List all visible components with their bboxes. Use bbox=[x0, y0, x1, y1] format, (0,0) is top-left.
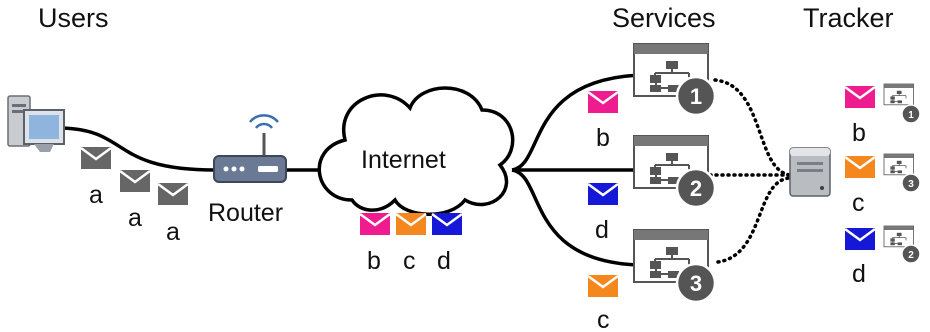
service-badge bbox=[675, 262, 717, 304]
web-service-icon bbox=[883, 225, 914, 248]
tracker-log-entry-2: 3 c bbox=[843, 153, 921, 217]
tracker-header: Tracker bbox=[803, 3, 894, 33]
internet-label: Internet bbox=[361, 146, 446, 174]
svg-text:a: a bbox=[89, 181, 103, 209]
svg-text:c: c bbox=[852, 189, 865, 217]
svg-text:2: 2 bbox=[690, 176, 702, 201]
envelope-icon bbox=[586, 181, 620, 207]
services-header: Services bbox=[612, 3, 716, 33]
envelope-icon bbox=[156, 181, 190, 207]
service-2-message: d bbox=[586, 181, 620, 244]
svg-text:c: c bbox=[403, 247, 416, 275]
tracker-log-entry-1: 1 b bbox=[843, 83, 921, 147]
web-service-icon bbox=[883, 153, 914, 176]
service-badge bbox=[675, 167, 717, 209]
envelope-icon bbox=[430, 211, 464, 237]
service-3: 3 bbox=[633, 229, 717, 304]
envelope-icon bbox=[586, 273, 620, 299]
user-router-cable bbox=[61, 126, 216, 172]
user-computer-icon bbox=[7, 95, 65, 152]
internet-message-b: b bbox=[358, 211, 392, 275]
internet-service3-link bbox=[511, 168, 641, 267]
user-message-3: a bbox=[156, 181, 190, 246]
user-message-2: a bbox=[118, 168, 152, 232]
envelope-icon bbox=[394, 211, 428, 237]
envelope-icon bbox=[843, 154, 877, 180]
internet-message-c: c bbox=[394, 211, 428, 275]
tracker-server-icon bbox=[789, 147, 831, 197]
service-1-message: b bbox=[586, 89, 620, 152]
svg-text:b: b bbox=[596, 124, 610, 152]
web-service-icon bbox=[883, 83, 914, 106]
tracking-link-3 bbox=[716, 176, 792, 264]
svg-text:1: 1 bbox=[690, 84, 702, 109]
svg-text:b: b bbox=[367, 247, 381, 275]
internet-message-d: d bbox=[430, 211, 464, 275]
envelope-icon bbox=[358, 211, 392, 237]
envelope-icon bbox=[586, 89, 620, 115]
tracker-log-entry-3: 2 d bbox=[843, 225, 921, 288]
service-badge bbox=[675, 75, 717, 117]
envelope-icon bbox=[79, 145, 113, 171]
tracking-links bbox=[708, 78, 792, 264]
svg-text:a: a bbox=[128, 204, 142, 232]
router-label: Router bbox=[208, 199, 283, 227]
svg-text:c: c bbox=[597, 306, 610, 332]
svg-text:a: a bbox=[166, 218, 180, 246]
svg-text:d: d bbox=[595, 216, 609, 244]
envelope-icon bbox=[118, 168, 152, 194]
service-2: 2 bbox=[633, 135, 717, 209]
svg-text:3: 3 bbox=[908, 179, 914, 190]
envelope-icon bbox=[843, 84, 877, 110]
internet-service1-link bbox=[511, 73, 641, 172]
users-header: Users bbox=[38, 3, 109, 33]
user-message-1: a bbox=[79, 145, 113, 209]
envelope-icon bbox=[843, 226, 877, 252]
tracking-link-1 bbox=[713, 78, 792, 177]
svg-text:d: d bbox=[852, 260, 866, 288]
connection-lines bbox=[61, 73, 641, 267]
svg-text:3: 3 bbox=[690, 271, 702, 296]
svg-text:1: 1 bbox=[908, 110, 914, 121]
router-icon bbox=[213, 114, 287, 183]
service-3-message: c bbox=[586, 273, 620, 332]
svg-text:2: 2 bbox=[908, 250, 914, 261]
svg-text:d: d bbox=[437, 247, 451, 275]
service-1: 1 bbox=[633, 43, 717, 117]
svg-text:b: b bbox=[852, 119, 866, 147]
